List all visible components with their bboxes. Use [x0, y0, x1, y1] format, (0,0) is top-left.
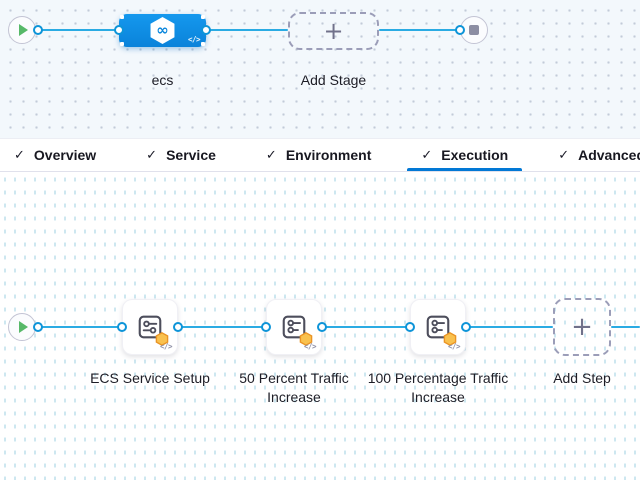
pipeline-start-button[interactable] — [8, 16, 36, 44]
step-label: 100 Percentage Traffic Increase — [367, 370, 509, 405]
selection-handle — [201, 15, 205, 19]
plus-icon: + — [323, 17, 344, 45]
code-view-icon[interactable]: </> — [159, 342, 173, 351]
edge-exec-5 — [611, 325, 640, 329]
edge-start-to-stage — [40, 28, 120, 32]
play-icon — [19, 321, 28, 333]
edge-exec-2 — [178, 325, 266, 329]
tab-label: Environment — [285, 147, 372, 163]
stage-node-ecs[interactable]: ∞ </> — [119, 14, 206, 47]
aws-badge-icon — [155, 332, 169, 346]
tab-label: Advanced — [578, 147, 640, 163]
check-icon: ✓ — [146, 147, 158, 163]
edge-stage-to-addstage — [206, 28, 288, 32]
edge-addstage-to-end — [379, 28, 460, 32]
plus-icon: + — [571, 312, 593, 342]
harness-cd-icon: ∞ — [150, 17, 175, 44]
code-view-icon[interactable]: </> — [187, 35, 201, 44]
check-icon: ✓ — [421, 147, 433, 163]
traffic-shift-icon — [282, 315, 306, 339]
code-view-icon[interactable]: </> — [447, 342, 461, 351]
add-stage-button[interactable]: + — [288, 12, 379, 50]
add-stage-label: Add Stage — [300, 72, 367, 88]
play-icon — [19, 24, 28, 36]
tab-label: Overview — [33, 147, 97, 163]
add-step-button[interactable]: + — [553, 298, 611, 356]
selection-handle — [120, 42, 124, 46]
tab-overview[interactable]: ✓ Overview — [0, 139, 110, 171]
execution-steps-canvas[interactable]: </> ECS Service Setup </> 50 Percent Tra… — [0, 173, 640, 480]
stage-in-port[interactable] — [113, 24, 124, 35]
tab-label: Service — [166, 147, 216, 163]
stop-icon — [469, 25, 479, 35]
check-icon: ✓ — [14, 147, 25, 163]
step1-out-port[interactable] — [172, 321, 183, 332]
edge-exec-3 — [322, 325, 410, 329]
step3-out-port[interactable] — [460, 321, 471, 332]
check-icon: ✓ — [558, 147, 570, 163]
start-out-port[interactable] — [32, 24, 43, 35]
step1-in-port[interactable] — [116, 321, 127, 332]
code-view-icon[interactable]: </> — [303, 342, 317, 351]
selection-handle — [120, 15, 124, 19]
step-node-50-percent-traffic[interactable]: </> — [266, 299, 322, 355]
step-node-ecs-service-setup[interactable]: </> — [122, 299, 178, 355]
selection-handle — [201, 42, 205, 46]
step2-in-port[interactable] — [260, 321, 271, 332]
tab-environment[interactable]: ✓ Environment — [252, 139, 385, 171]
stage-out-port[interactable] — [200, 24, 211, 35]
check-icon: ✓ — [265, 147, 277, 163]
step3-in-port[interactable] — [404, 321, 415, 332]
tab-service[interactable]: ✓ Service — [132, 139, 230, 171]
exec-start-out-port[interactable] — [32, 321, 43, 332]
step-label: ECS Service Setup — [90, 370, 210, 386]
pipeline-end-button[interactable] — [460, 16, 488, 44]
service-setup-icon — [138, 315, 162, 339]
edge-exec-1 — [42, 325, 122, 329]
tab-execution[interactable]: ✓ Execution — [407, 139, 523, 171]
tab-advanced[interactable]: ✓ Advanced — [544, 139, 640, 171]
step-label: 50 Percent Traffic Increase — [239, 370, 349, 405]
execution-start-button[interactable] — [8, 313, 36, 341]
aws-badge-icon — [299, 332, 313, 346]
edge-exec-4 — [466, 325, 553, 329]
traffic-shift-icon — [426, 315, 450, 339]
add-step-label: Add Step — [553, 370, 611, 386]
tab-label: Execution — [441, 147, 509, 163]
end-in-port[interactable] — [454, 24, 465, 35]
stage-label: ecs — [151, 72, 174, 88]
aws-badge-icon — [443, 332, 457, 346]
stage-config-tabbar: ✓ Overview ✓ Service ✓ Environment ✓ Exe… — [0, 138, 640, 172]
step-node-100-percent-traffic[interactable]: </> — [410, 299, 466, 355]
stage-pipeline-canvas[interactable]: ∞ </> ecs + Add Stage — [0, 0, 640, 138]
step2-out-port[interactable] — [316, 321, 327, 332]
